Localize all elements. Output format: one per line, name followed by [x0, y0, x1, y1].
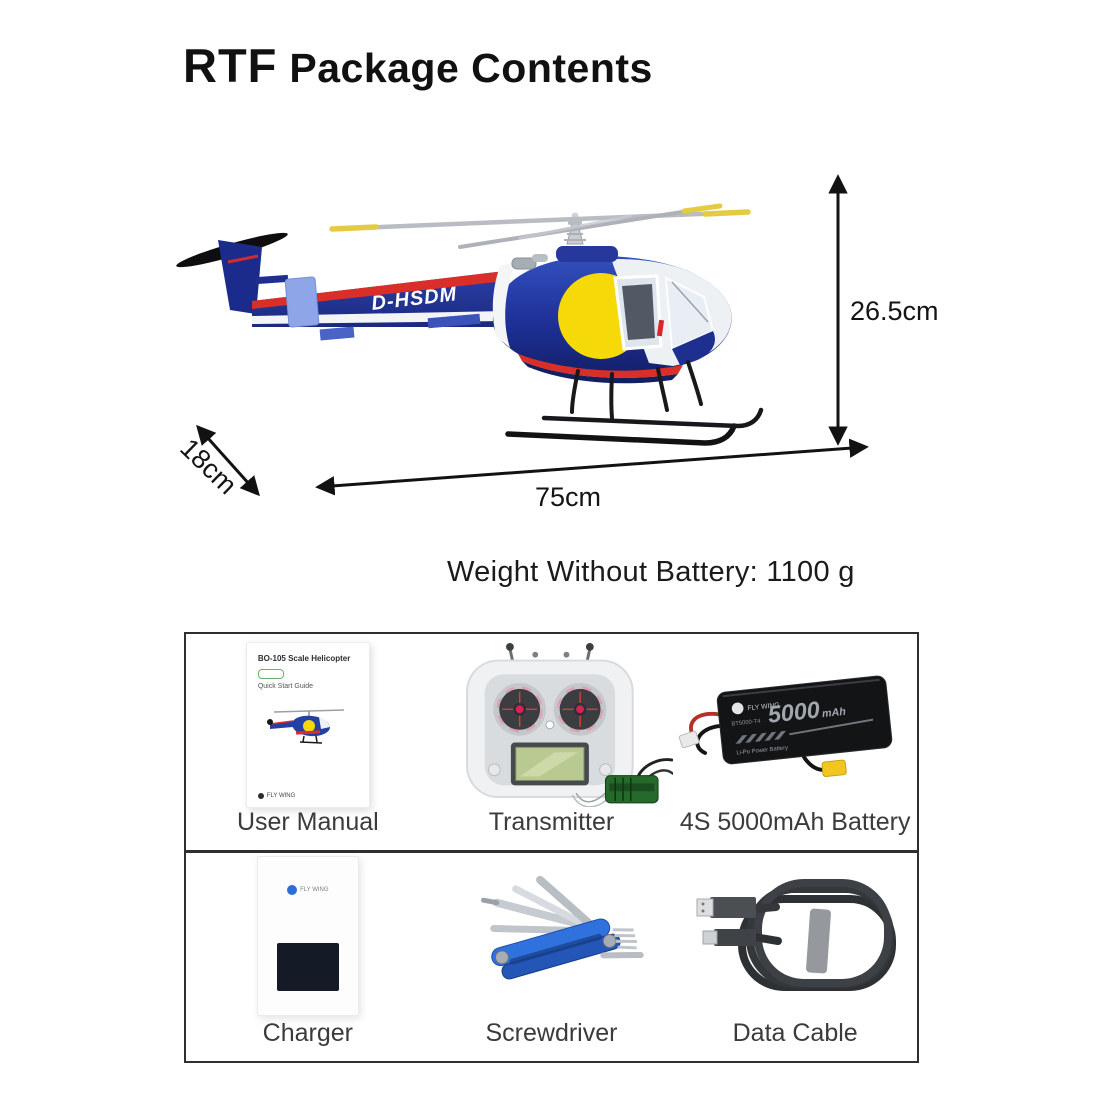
- right-gimbal: [553, 682, 607, 736]
- manual-brand-row: FLY WING: [257, 793, 360, 799]
- item-label-charger: Charger: [262, 1019, 353, 1047]
- manual-cover-subtitle: Quick Start Guide: [257, 683, 314, 690]
- package-item-data-cable: Data Cable: [673, 853, 917, 1061]
- xt60-connector: [821, 759, 848, 778]
- item-label-data-cable: Data Cable: [732, 1019, 858, 1047]
- left-gimbal: [493, 682, 546, 736]
- length-dimension-label: 75cm: [535, 482, 601, 512]
- helicopter-dimension-figure: D-HSDM: [174, 174, 939, 512]
- manual-helicopter-illustration: [266, 709, 344, 744]
- usb-connector-2: [702, 929, 757, 946]
- battery-brand-text: FLY WING: [747, 702, 780, 712]
- package-item-screwdriver: Screwdriver: [430, 853, 674, 1061]
- package-row-2: FLY WING Charger: [186, 850, 917, 1061]
- package-row-1: BO-105 Scale Helicopter Quick Start Guid…: [186, 634, 917, 850]
- charger-image: FLY WING: [256, 856, 359, 1016]
- helicopter-illustration: D-HSDM: [176, 203, 764, 446]
- transmitter-image: [465, 643, 674, 807]
- flywing-logo-icon: [257, 793, 264, 799]
- manual-brand-text: FLY WING: [266, 793, 296, 799]
- length-arrow: [315, 438, 869, 496]
- user-manual-image: BO-105 Scale Helicopter Quick Start Guid…: [245, 642, 370, 808]
- flywing-logo-icon: [287, 885, 298, 895]
- battery-type-text: Li-Po Power Battery: [737, 745, 789, 756]
- item-label-transmitter: Transmitter: [488, 808, 615, 836]
- depth-arrow: [196, 424, 260, 497]
- battery-model-text: BT5000-T4: [732, 719, 762, 728]
- receiver: [604, 758, 674, 804]
- package-contents-table: BO-105 Scale Helicopter Quick Start Guid…: [184, 632, 919, 1063]
- item-label-battery: 4S 5000mAh Battery: [679, 808, 911, 836]
- height-dimension-label: 26.5cm: [850, 296, 939, 326]
- title-rtf: RTF: [183, 39, 278, 92]
- charger-screen: [276, 943, 339, 991]
- manual-version-badge: [257, 669, 284, 679]
- rotor-holder-block: [284, 276, 320, 328]
- battery-capacity-text: 5000mAh: [767, 694, 848, 728]
- fuselage: [492, 256, 732, 384]
- charger-brand-row: FLY WING: [258, 885, 358, 895]
- item-label-user-manual: User Manual: [236, 808, 379, 836]
- data-cable-image: [696, 879, 897, 991]
- main-rotor: [329, 203, 751, 249]
- package-item-transmitter: Transmitter: [430, 634, 674, 850]
- title-rest: Package Contents: [289, 45, 653, 91]
- package-item-charger: FLY WING Charger: [186, 853, 430, 1061]
- battery-image: FLY WING BT5000-T4 5000mAh Li-Po Power B…: [679, 675, 893, 778]
- item-label-screwdriver: Screwdriver: [485, 1019, 618, 1047]
- screwdriver-image: [481, 875, 645, 980]
- charger-brand-text: FLY WING: [300, 887, 329, 893]
- transmitter-lcd: [510, 742, 589, 786]
- cable-strap: [806, 908, 832, 974]
- manual-cover-title: BO-105 Scale Helicopter: [257, 654, 351, 663]
- package-item-user-manual: BO-105 Scale Helicopter Quick Start Guid…: [186, 634, 430, 850]
- package-item-battery: FLY WING BT5000-T4 5000mAh Li-Po Power B…: [673, 634, 917, 850]
- usb-connector-1: [696, 897, 757, 918]
- weight-note: Weight Without Battery: 1100 g: [447, 556, 855, 588]
